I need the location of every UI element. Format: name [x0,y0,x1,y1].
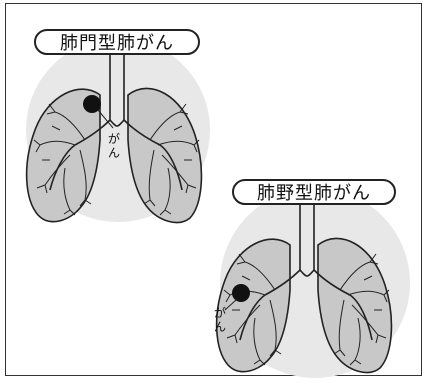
hilar-cancer-label-1: が [108,131,120,146]
hilar-tumor-pointer [97,109,114,129]
hilar-tumor [83,95,101,113]
peripheral-tumor [232,284,250,302]
hilar-diagram: が ん [25,38,210,224]
peripheral-tumor-pointer [224,299,237,311]
peripheral-diagram: が ん [214,188,410,378]
peripheral-cancer-label-1: が [214,305,226,320]
hilar-title: 肺門型肺がん [34,29,200,55]
hilar-cancer-label-2: ん [108,146,120,160]
peripheral-title: 肺野型肺がん [232,179,396,205]
peripheral-cancer-label-2: ん [214,320,226,334]
